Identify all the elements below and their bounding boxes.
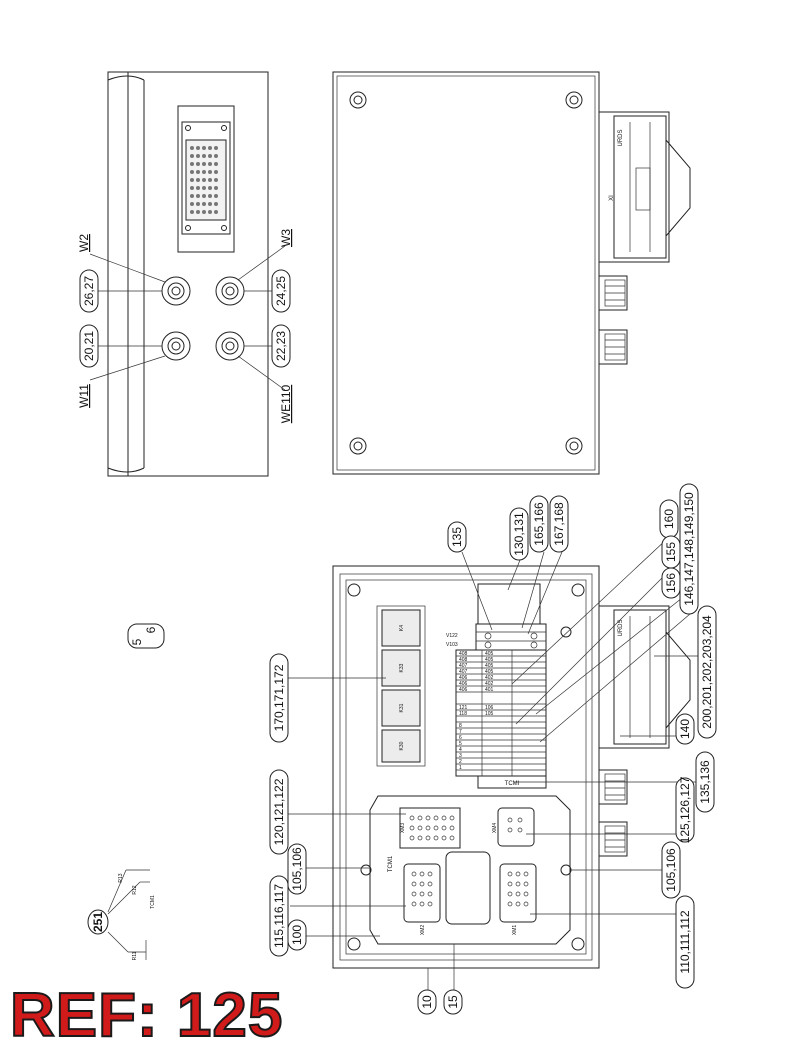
callout-105-106-left: 105,106: [290, 847, 304, 891]
svg-text:8: 8: [459, 723, 462, 729]
callout-120-122: 120,121,122: [272, 778, 286, 845]
relay-k4: K4: [399, 625, 405, 631]
reference-stamp: REF: 125: [9, 981, 284, 1050]
module-label-tcm1: TCM1: [388, 855, 394, 872]
svg-text:105: 105: [485, 711, 494, 717]
top-housing-view: 26,27 24,25 20,21 22,23 W2 W3 W11 WE110: [77, 71, 293, 477]
svg-text:402: 402: [485, 675, 494, 681]
connector-xm4: XM4: [492, 823, 498, 834]
open-box-view: K4 K33 K31 K30 V122 V103 408 405: [127, 483, 717, 1015]
callout-115-117: 115,116,117: [272, 884, 286, 948]
callout-110-112: 110,111,112: [678, 910, 692, 973]
svg-text:407: 407: [459, 669, 468, 675]
svg-text:408: 408: [459, 657, 468, 663]
svg-text:1: 1: [459, 765, 462, 771]
connector-xm2: XM2: [420, 925, 426, 936]
terminal-block-label: TCMI: [505, 781, 520, 787]
svg-text:406: 406: [459, 687, 468, 693]
relay-k31: K31: [399, 703, 405, 712]
callout-20-21: 20,21: [82, 331, 96, 361]
svg-text:121: 121: [459, 705, 468, 711]
svg-text:401: 401: [485, 687, 494, 693]
terminal-numbers: 8 7 6 5 4 3 2 1: [459, 723, 462, 771]
wire-label-w2: W2: [77, 234, 91, 252]
relay-k30: K30: [399, 741, 405, 750]
svg-text:118: 118: [459, 711, 467, 717]
connector-xm1: XM1: [512, 925, 518, 936]
relay-k33: K33: [399, 663, 405, 672]
callout-135-136: 135,136: [698, 760, 712, 804]
diode-v103: V103: [446, 642, 458, 648]
callout-100: 100: [290, 925, 304, 945]
svg-text:3: 3: [459, 753, 462, 759]
svg-text:406: 406: [459, 675, 468, 681]
closed-box-view: URDS XI: [332, 71, 691, 475]
diode-v122: V122: [446, 633, 458, 639]
callout-130-131: 130,131: [512, 512, 526, 556]
callout-170-172: 170,171,172: [272, 664, 286, 731]
callout-105-106-right: 105,106: [664, 848, 678, 892]
svg-text:407: 407: [459, 663, 468, 669]
mini-schematic: 251 R13 R12 R11 TCM1: [87, 869, 156, 960]
svg-text:106: 106: [485, 705, 494, 711]
callout-160: 160: [662, 509, 676, 529]
connector-xm3: XM3: [400, 823, 406, 834]
callout-15: 15: [446, 995, 460, 1009]
callout-24-25: 24,25: [274, 276, 288, 306]
svg-text:408: 408: [459, 651, 468, 657]
urds-label-bottom: URDS: [618, 619, 624, 636]
svg-text:405: 405: [485, 651, 494, 657]
callout-22-23: 22,23: [274, 331, 288, 361]
svg-text:405: 405: [485, 663, 494, 669]
xi-label: XI: [609, 195, 615, 201]
wire-label-w3: W3: [279, 229, 293, 247]
wire-label-w11: W11: [77, 384, 91, 408]
callout-165-166: 165,166: [532, 502, 546, 546]
callout-200-204: 200,201,202,203,204: [700, 615, 714, 729]
urds-label-top: URDS: [618, 129, 624, 146]
schematic-r12: R12: [132, 885, 138, 894]
callout-125-127: 125,126,127: [678, 776, 692, 843]
svg-text:406: 406: [459, 681, 468, 687]
callout-26-27: 26,27: [82, 276, 96, 306]
schematic-r11: R11: [132, 951, 138, 960]
svg-text:4: 4: [459, 747, 462, 753]
callout-251: 251: [91, 912, 105, 932]
callout-146-150: 146,147,148,149,150: [682, 492, 696, 606]
callout-167-168: 167,168: [552, 502, 566, 546]
svg-text:405: 405: [485, 669, 494, 675]
callout-140: 140: [678, 719, 692, 739]
svg-text:6: 6: [459, 735, 462, 741]
wire-label-we110: WE110: [279, 384, 293, 423]
callout-10: 10: [420, 995, 434, 1009]
schematic-r13: R13: [118, 873, 124, 882]
schematic-tcm1: TCM1: [150, 895, 156, 909]
svg-text:5: 5: [459, 741, 462, 747]
svg-text:2: 2: [459, 759, 462, 765]
callout-6: 6: [144, 626, 158, 633]
svg-text:402: 402: [485, 681, 494, 687]
svg-text:405: 405: [485, 657, 494, 663]
callout-155: 155: [664, 542, 678, 562]
svg-text:7: 7: [459, 729, 462, 735]
callout-156: 156: [664, 573, 678, 593]
callout-135: 135: [450, 527, 464, 547]
callout-5: 5: [130, 638, 144, 645]
